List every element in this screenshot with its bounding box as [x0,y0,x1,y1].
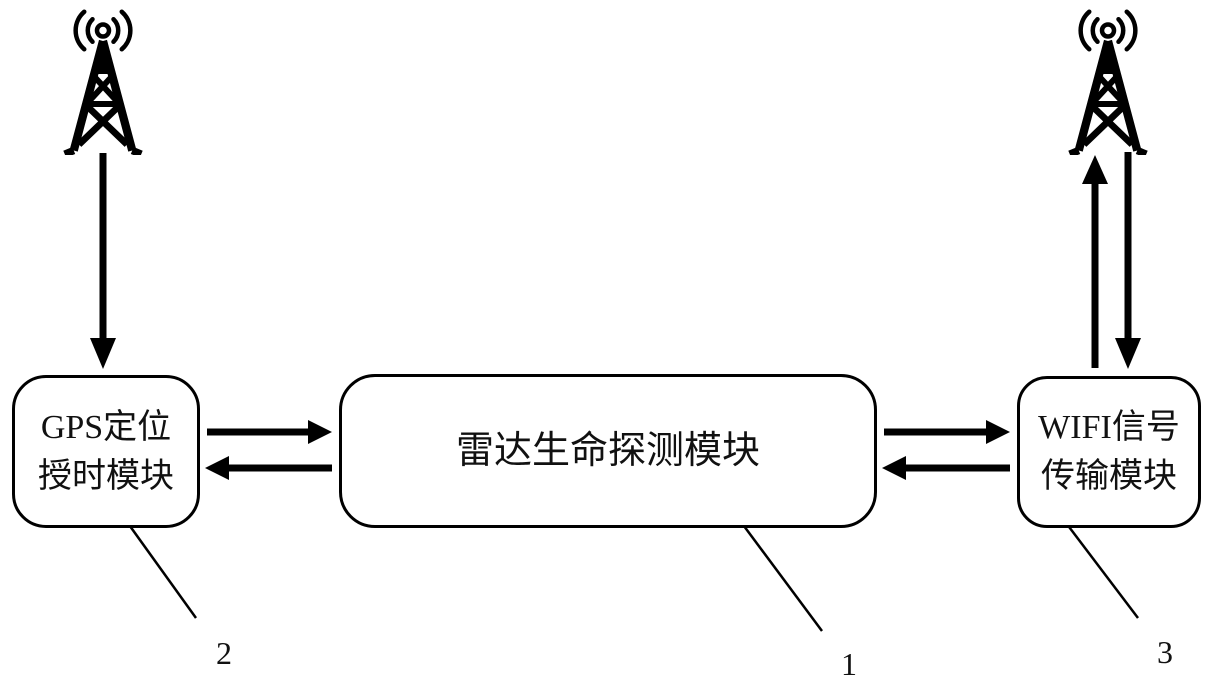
arrow-wifi-to-antenna [1082,155,1108,368]
arrow-antenna-to-wifi [1115,152,1141,369]
wifi-module-label-line1: WIFI信号 [1038,409,1180,446]
radio-tower-icon [65,12,142,155]
ref-number-wifi: 3 [1157,634,1173,670]
radio-tower-icon [1070,12,1147,155]
radar-module-box: 雷达生命探测模块 [339,374,877,528]
gps-module-label-line2: 授时模块 [38,457,174,495]
radar-module-label: 雷达生命探测模块 [455,430,760,472]
gps-module-box: GPS定位 授时模块 [12,375,200,528]
arrow-radar-to-gps [205,456,332,480]
wifi-module-label-line2: 传输模块 [1041,458,1177,495]
arrow-wifi-to-radar [882,456,1010,480]
ref-number-radar: 1 [841,646,857,682]
gps-module-label-line1: GPS定位 [40,408,172,446]
leader-line-wifi [1056,510,1139,619]
arrow-gps-to-radar [207,420,332,444]
ref-number-gps: 2 [216,635,232,671]
leader-line-radar [739,521,824,632]
wifi-module-box: WIFI信号 传输模块 [1017,376,1201,528]
arrow-radar-to-wifi [884,420,1010,444]
arrow-antenna-to-gps [90,153,116,369]
